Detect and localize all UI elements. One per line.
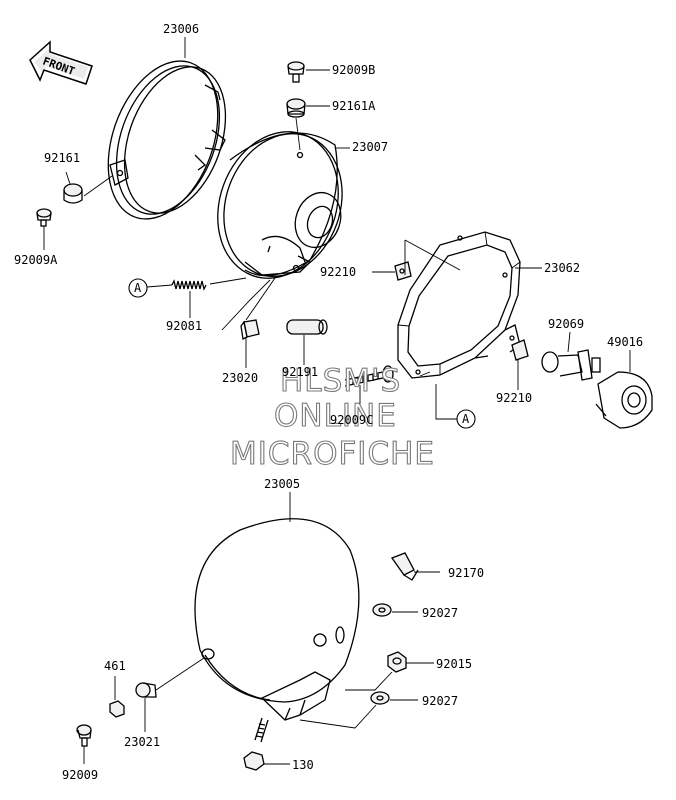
svg-text:A: A bbox=[462, 412, 470, 426]
bracket-92170 bbox=[390, 552, 419, 581]
mounting-bracket bbox=[397, 231, 542, 379]
part-label-23020: 23020 bbox=[222, 371, 258, 385]
washer-92027-top bbox=[372, 603, 392, 617]
front-arrow-icon: FRONT bbox=[29, 40, 93, 85]
headlight-rim bbox=[107, 60, 227, 220]
tube-92191 bbox=[286, 319, 328, 335]
svg-text:ONLINE: ONLINE bbox=[274, 398, 397, 434]
headlight-unit bbox=[217, 131, 343, 279]
screw-92009C bbox=[344, 365, 394, 387]
grommet-92161 bbox=[63, 183, 83, 204]
part-label-92009B: 92009B bbox=[332, 63, 375, 77]
part-label-92161: 92161 bbox=[44, 151, 80, 165]
washer-92027-bottom bbox=[370, 691, 390, 705]
grommet-92161A bbox=[286, 98, 306, 118]
clip-92210-bottom bbox=[511, 339, 529, 361]
spring-92081 bbox=[171, 277, 247, 291]
screw-92009B bbox=[287, 61, 305, 83]
part-label-92210-bottom: 92210 bbox=[496, 391, 532, 405]
part-label-49016: 49016 bbox=[607, 335, 643, 349]
part-label-92027-top: 92027 bbox=[422, 606, 458, 620]
nut-461 bbox=[109, 700, 125, 718]
ref-marker-right: A bbox=[456, 409, 476, 429]
nut-92015 bbox=[387, 651, 407, 673]
part-label-92009: 92009 bbox=[62, 768, 98, 782]
part-label-23006: 23006 bbox=[163, 22, 199, 36]
clip-92210-top bbox=[394, 261, 412, 281]
part-label-92069: 92069 bbox=[548, 317, 584, 331]
part-label-92081: 92081 bbox=[166, 319, 202, 333]
part-label-92161A: 92161A bbox=[332, 99, 376, 113]
headlight-housing bbox=[194, 518, 360, 721]
svg-text:MICROFICHE: MICROFICHE bbox=[230, 436, 435, 472]
part-label-461: 461 bbox=[104, 659, 126, 673]
collar-23021 bbox=[135, 682, 157, 698]
part-label-23005: 23005 bbox=[264, 477, 300, 491]
part-label-23021: 23021 bbox=[124, 735, 160, 749]
part-label-23062: 23062 bbox=[544, 261, 580, 275]
ref-marker-left: A bbox=[128, 278, 148, 298]
bolt-130 bbox=[243, 717, 269, 771]
screw-92009 bbox=[76, 724, 92, 747]
part-label-92170: 92170 bbox=[448, 566, 484, 580]
svg-text:A: A bbox=[134, 281, 142, 295]
part-label-92015: 92015 bbox=[436, 657, 472, 671]
dust-boot-49016 bbox=[595, 371, 653, 429]
part-label-92009A: 92009A bbox=[14, 253, 58, 267]
part-label-92027-bottom: 92027 bbox=[422, 694, 458, 708]
part-label-92191: 92191 bbox=[282, 365, 318, 379]
part-label-130: 130 bbox=[292, 758, 314, 772]
screw-92009A bbox=[36, 208, 52, 227]
part-label-92009C: 92009C bbox=[330, 413, 373, 427]
part-label-23007: 23007 bbox=[352, 140, 388, 154]
svg-text:HLSM'S: HLSM'S bbox=[280, 363, 401, 399]
part-label-92210-top: 92210 bbox=[320, 265, 356, 279]
socket-23020 bbox=[240, 319, 260, 340]
bulb-92069 bbox=[541, 349, 601, 381]
watermark: HLSM'S ONLINE MICROFICHE bbox=[229, 362, 435, 472]
